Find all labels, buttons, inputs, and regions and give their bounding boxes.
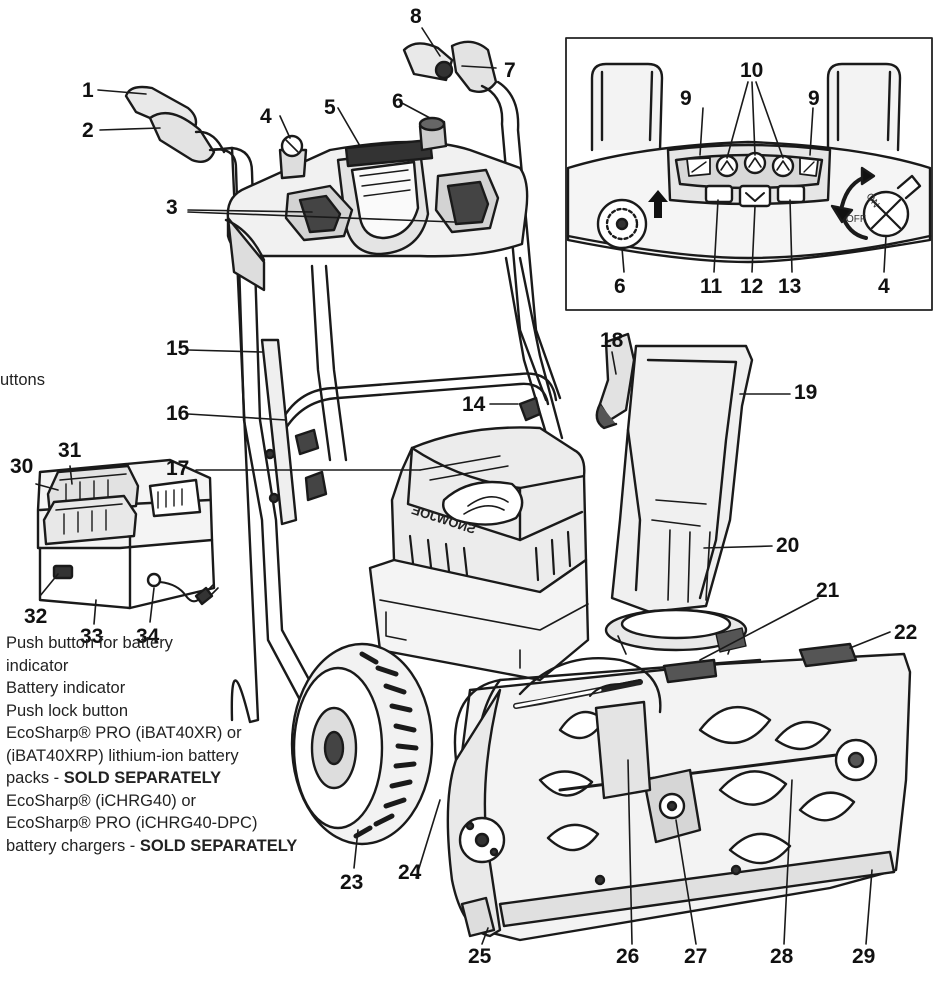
callout-8: 8 — [410, 5, 422, 28]
callout-19: 19 — [794, 381, 818, 404]
inset-off-label: OFF — [846, 214, 866, 225]
inset-callout-11: 11 — [700, 275, 723, 298]
legend-entry-battery-packs: EcoSharp® PRO (iBAT40XR) or (iBAT40XRP) … — [6, 724, 242, 787]
callout-25: 25 — [468, 945, 492, 968]
inset-callout-10: 10 — [740, 59, 764, 82]
callout-2: 2 — [82, 119, 94, 142]
callout-23: 23 — [340, 871, 364, 894]
callout-17: 17 — [166, 457, 190, 480]
inset-callout-13: 13 — [778, 275, 802, 298]
legend-fragment: uttons — [0, 371, 45, 389]
callout-20: 20 — [776, 534, 800, 557]
battery-charger-illustration — [35, 458, 219, 625]
callout-31: 31 — [58, 439, 82, 462]
callout-32: 32 — [24, 605, 48, 628]
handle-frame — [124, 40, 564, 724]
parts-legend: Push button for battery indicator Batter… — [6, 632, 406, 857]
callout-29: 29 — [852, 945, 876, 968]
legend-entry-push-button: Push button for battery indicator — [6, 634, 173, 675]
callout-16: 16 — [166, 402, 190, 425]
control-panel-inset: ON OFF — [565, 37, 933, 311]
callout-27: 27 — [684, 945, 708, 968]
callout-3: 3 — [166, 196, 178, 219]
wheel — [290, 642, 434, 846]
callout-22: 22 — [894, 621, 918, 644]
callout-5: 5 — [324, 96, 336, 119]
inset-callout-9-right: 9 — [808, 87, 820, 110]
legend-entry-battery-chargers: EcoSharp® (iCHRG40) or EcoSharp® PRO (iC… — [6, 791, 298, 855]
motor-housing: SNOWJOE — [368, 426, 590, 682]
inset-callout-12: 12 — [740, 275, 764, 298]
callout-30: 30 — [10, 455, 34, 478]
callout-33: 33 — [80, 625, 104, 648]
callout-18: 18 — [600, 329, 624, 352]
discharge-chute — [595, 332, 754, 655]
callout-leaders — [97, 27, 891, 945]
control-housing — [224, 116, 529, 292]
callout-7: 7 — [504, 59, 516, 82]
inset-callout-9-left: 9 — [680, 87, 692, 110]
callout-21: 21 — [816, 579, 840, 602]
callout-15: 15 — [166, 337, 190, 360]
inset-callout-4: 4 — [878, 275, 890, 298]
callout-24: 24 — [398, 861, 422, 884]
callout-34: 34 — [136, 625, 160, 648]
callout-6: 6 — [392, 90, 404, 113]
legend-entry-battery-indicator: Battery indicator — [6, 679, 126, 697]
auger-housing — [446, 642, 912, 942]
callout-28: 28 — [770, 945, 794, 968]
callout-26: 26 — [616, 945, 640, 968]
callout-1: 1 — [82, 79, 94, 102]
inset-callout-6: 6 — [614, 275, 626, 298]
legend-entry-push-lock-button: Push lock button — [6, 701, 128, 720]
callout-14: 14 — [462, 393, 486, 416]
callout-4: 4 — [260, 105, 272, 128]
